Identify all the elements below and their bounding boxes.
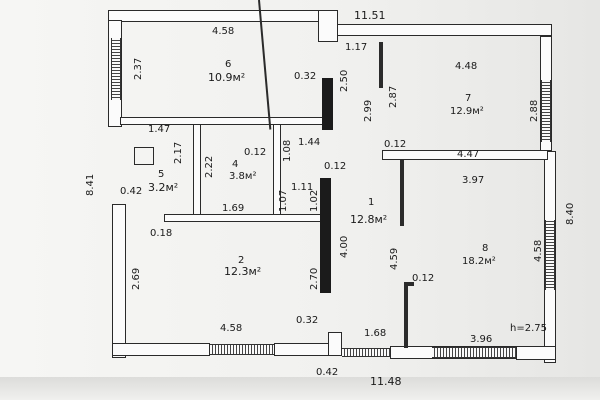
wall-room5-right [193,124,201,216]
dim-1-17: 1.17 [345,42,368,53]
room-7-number: 7 [465,93,472,104]
window-bottom-room-2 [210,344,274,355]
outer-wall-bottom-corner [516,346,556,360]
dim-0-42-left: 0.42 [120,186,143,197]
dim-1-02: 1.02 [309,189,320,212]
ceiling-height: h=2.75 [510,323,547,334]
dim-0-12-room8: 0.12 [412,273,435,284]
room-5-area: 3.2м² [148,181,179,194]
dim-room6-left: 2.37 [133,57,144,80]
wall-room8-stub-top [404,282,414,286]
window-bottom-entry [342,348,390,357]
dim-2-69: 2.69 [131,267,142,290]
dim-0-32-top: 0.32 [294,71,317,82]
dim-room7-top: 4.48 [455,61,478,72]
total-height-left: 8.41 [85,173,96,196]
wall-room2-top [164,214,326,222]
window-left-room-6 [111,38,121,100]
wall-room6-right [322,78,333,130]
outer-wall-top [108,10,330,22]
dim-4-00: 4.00 [339,235,350,258]
outer-wall-bottom-left [112,343,210,356]
dim-1-07: 1.07 [278,189,289,212]
window-right-room-8 [545,220,555,290]
window-bottom-room-8 [432,347,516,358]
wall-room7-divider [400,160,404,226]
dim-2-50: 2.50 [339,69,350,92]
dim-0-12-room4: 0.12 [244,147,267,158]
wall-thin-top [379,42,383,88]
room-6-number: 6 [225,59,232,70]
dim-room2-bottom: 4.58 [220,323,243,334]
wall-room8-stub [404,282,408,348]
room-8-number: 8 [482,243,489,254]
room-1-area: 12.8м² [350,213,388,226]
dim-1-68: 1.68 [364,328,387,339]
wall-step-top [318,10,338,42]
dim-2-88: 2.88 [529,99,540,122]
dim-2-70: 2.70 [309,267,320,290]
total-width-bottom: 11.48 [370,375,402,388]
dim-1-47: 1.47 [148,124,171,135]
room-6-area: 10.9м² [208,71,246,84]
dim-0-12-corridor: 0.12 [324,161,347,172]
wall-room7-bottom [382,150,548,160]
room-4-area: 3.8м² [229,171,257,182]
dim-2-87: 2.87 [388,85,399,108]
room-7-area: 12.9м² [450,106,484,117]
dim-2-99: 2.99 [363,99,374,122]
dim-room6-top: 4.58 [212,26,235,37]
dim-0-18: 0.18 [150,228,173,239]
dim-4-59: 4.59 [389,247,400,270]
dim-1-11: 1.11 [291,182,314,193]
page-fold [0,377,600,400]
room-2-area: 12.3м² [224,265,262,278]
dim-3-96: 3.96 [470,334,493,345]
room-5-number: 5 [158,169,165,180]
room-2-number: 2 [238,255,245,266]
room-8-area: 18.2м² [462,256,496,267]
dim-1-69: 1.69 [222,203,245,214]
room-4-number: 4 [232,159,239,170]
sink-symbol [134,147,154,165]
dim-2-22: 2.22 [204,155,215,178]
dim-0-42-bottom: 0.42 [316,367,339,378]
dim-4-58-right: 4.58 [533,239,544,262]
room-1-number: 1 [368,197,375,208]
dim-4-47: 4.47 [457,149,480,160]
wall-corridor [320,178,331,293]
dim-0-12-room7: 0.12 [384,139,407,150]
dim-2-17: 2.17 [173,141,184,164]
window-right-room-7 [541,80,551,142]
total-width-top: 11.51 [354,9,386,22]
outer-wall-left-lower [112,204,126,358]
dim-1-08: 1.08 [282,139,293,162]
dim-3-97: 3.97 [462,175,485,186]
total-height-right: 8.40 [565,202,576,225]
dim-0-32-bottom: 0.32 [296,315,319,326]
outer-wall-top-right [330,24,552,36]
outer-wall-bottom-step [328,332,342,356]
dim-1-44: 1.44 [298,137,321,148]
